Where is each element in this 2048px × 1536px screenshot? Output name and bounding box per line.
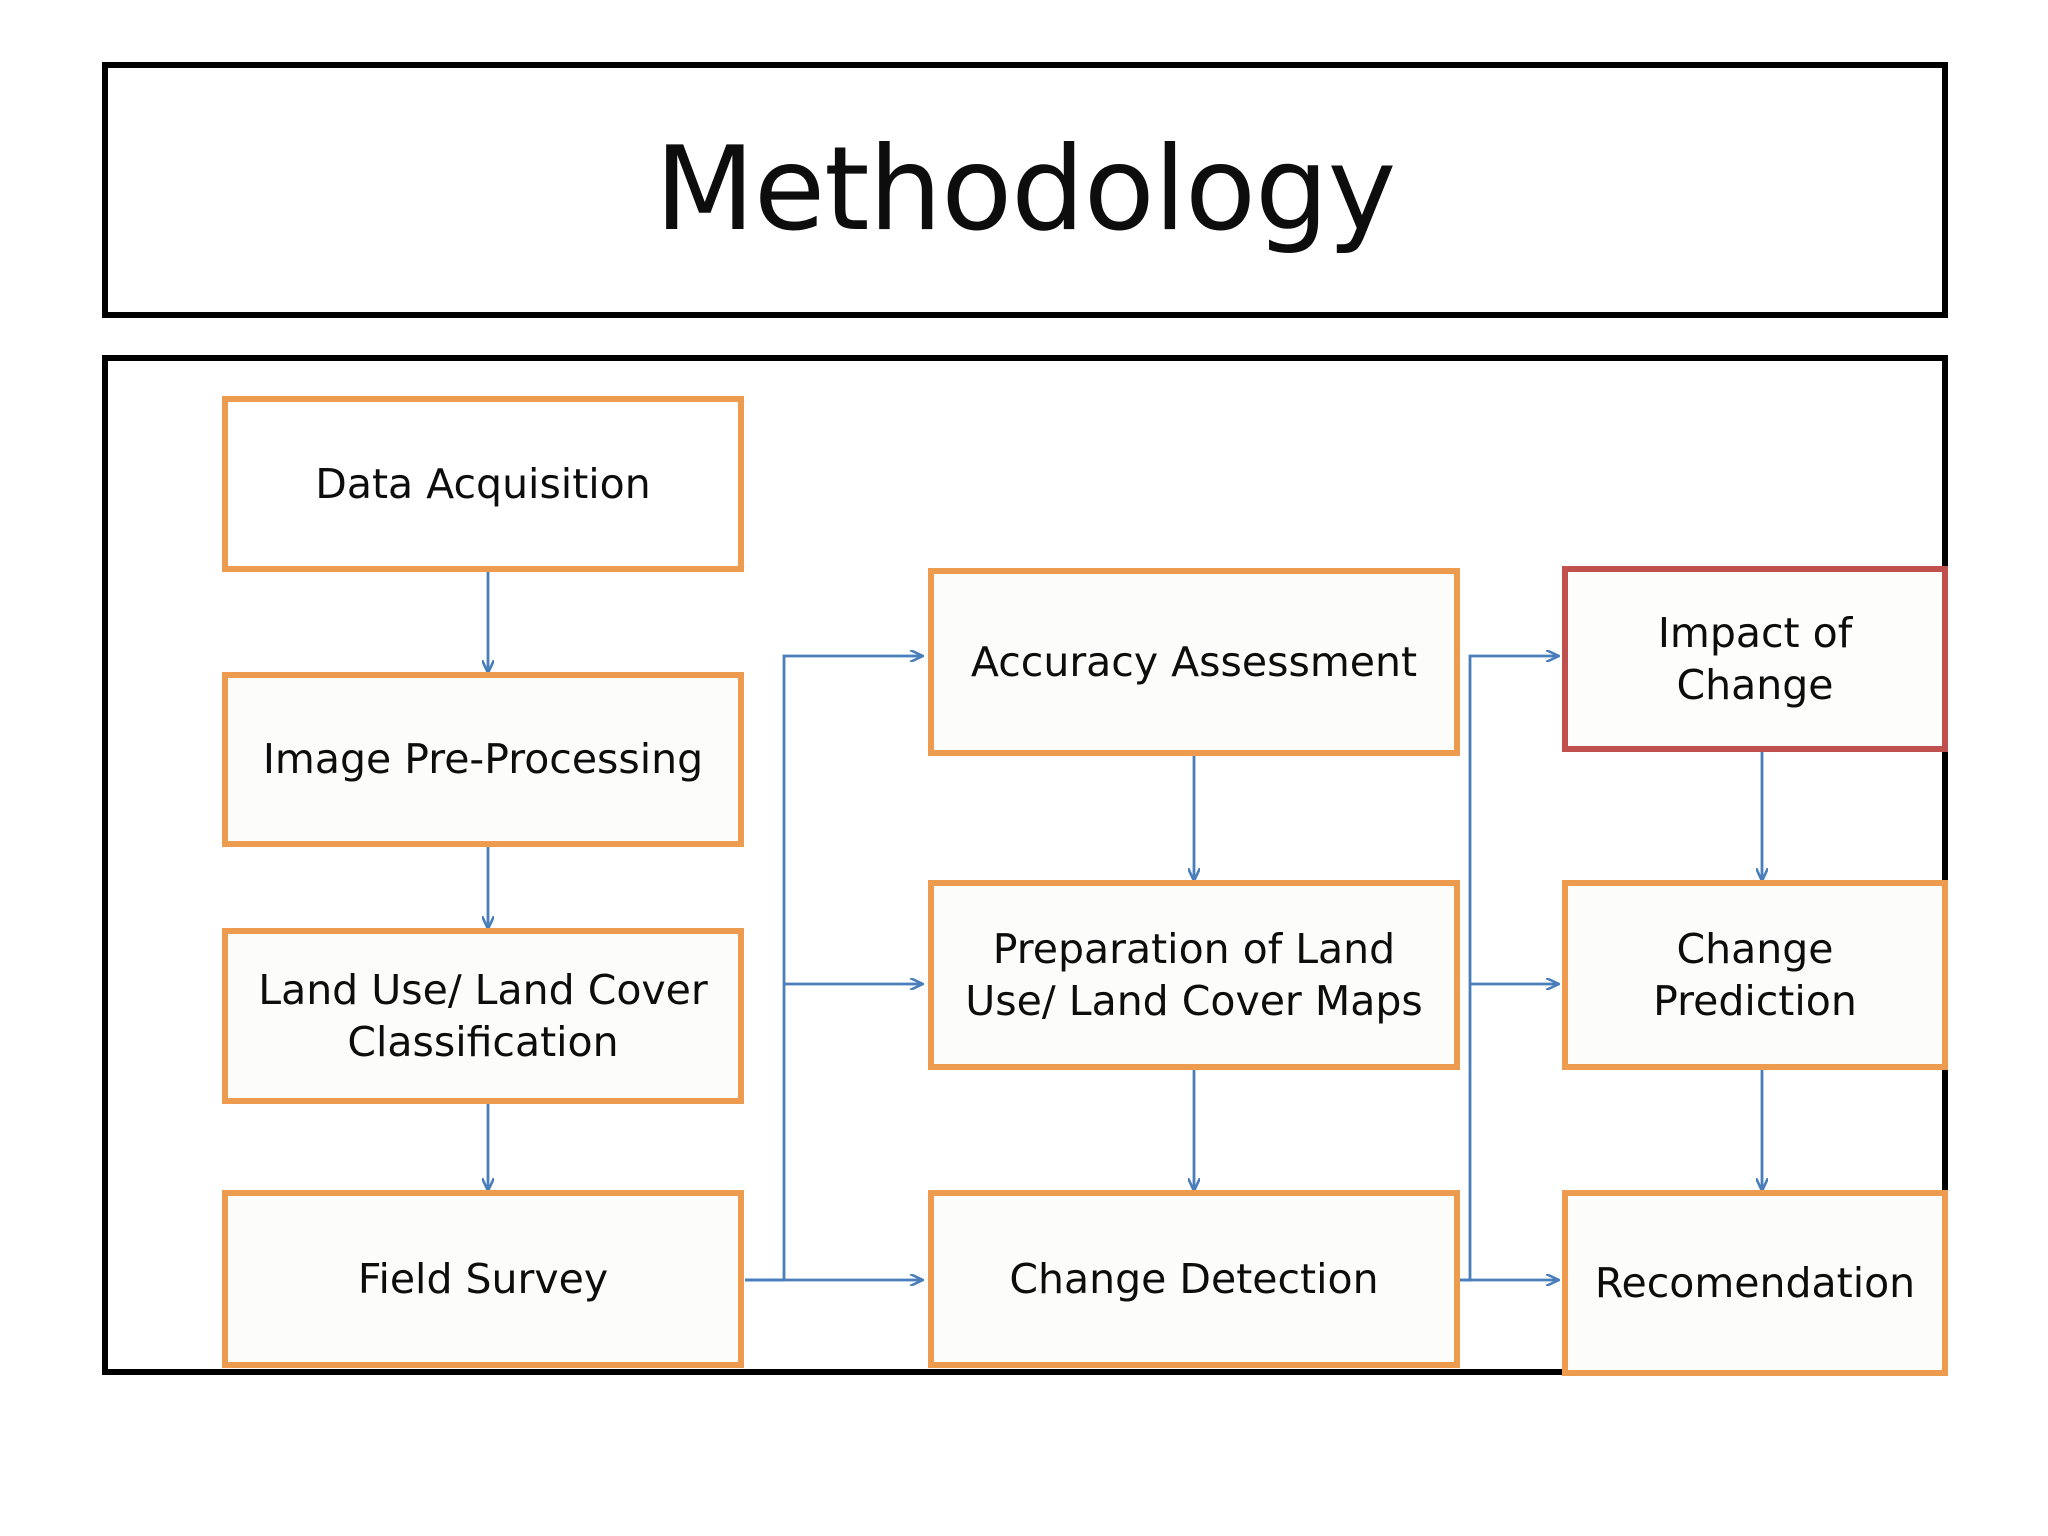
node-label-lulc-classification: Land Use/ Land Cover Classification [258, 965, 708, 1066]
node-label-change-prediction: Change Prediction [1653, 924, 1857, 1025]
title-frame: Methodology [102, 62, 1948, 318]
node-data-acquisition[interactable]: Data Acquisition [222, 396, 744, 572]
page-title: Methodology [654, 122, 1397, 257]
node-label-image-pre-processing: Image Pre-Processing [262, 735, 704, 784]
node-recomendation[interactable]: Recomendation [1562, 1190, 1948, 1376]
node-lulc-classification[interactable]: Land Use/ Land Cover Classification [222, 928, 744, 1104]
node-impact-of-change[interactable]: Impact of Change [1562, 566, 1948, 752]
node-lulc-maps[interactable]: Preparation of Land Use/ Land Cover Maps [928, 880, 1460, 1070]
node-change-prediction[interactable]: Change Prediction [1562, 880, 1948, 1070]
node-label-change-detection: Change Detection [1009, 1254, 1379, 1303]
node-label-data-acquisition: Data Acquisition [315, 459, 651, 508]
node-label-lulc-maps: Preparation of Land Use/ Land Cover Maps [965, 924, 1423, 1025]
node-label-field-survey: Field Survey [357, 1254, 609, 1303]
node-label-accuracy-assessment: Accuracy Assessment [970, 637, 1418, 686]
node-label-impact-of-change: Impact of Change [1657, 608, 1853, 709]
node-accuracy-assessment[interactable]: Accuracy Assessment [928, 568, 1460, 756]
node-label-recomendation: Recomendation [1594, 1258, 1916, 1307]
node-field-survey[interactable]: Field Survey [222, 1190, 744, 1368]
node-image-pre-processing[interactable]: Image Pre-Processing [222, 672, 744, 847]
node-change-detection[interactable]: Change Detection [928, 1190, 1460, 1368]
